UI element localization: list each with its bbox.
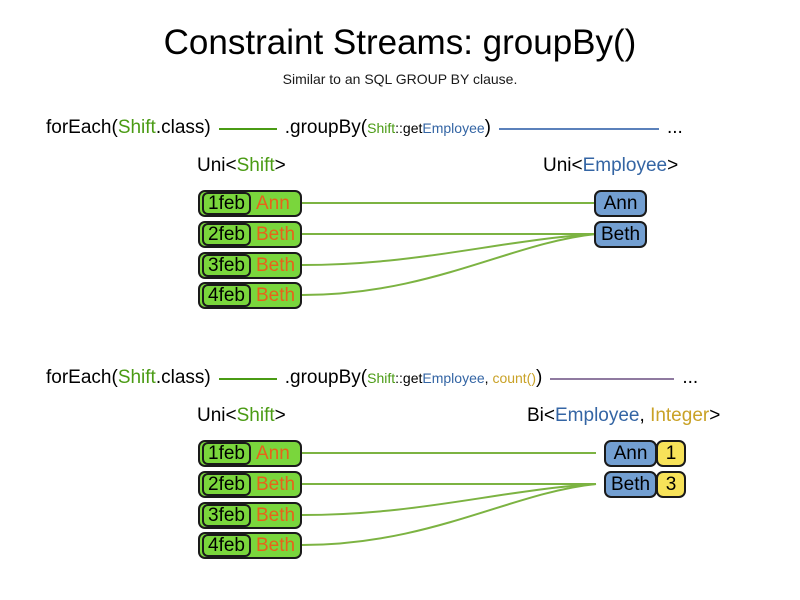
trailing-ellipsis: ... <box>682 367 699 388</box>
code-line-groupby: forEach(Shift.class) .groupBy(Shift::get… <box>46 115 683 141</box>
connector-group-1 <box>301 202 597 296</box>
shift-box[interactable]: 2feb Beth <box>198 471 302 498</box>
mapper-type: Shift <box>367 370 396 386</box>
right-type-prefix: Bi< <box>527 405 555 426</box>
page-subtitle: Similar to an SQL GROUP BY clause. <box>282 71 518 87</box>
shift-box[interactable]: 3feb Beth <box>198 252 302 279</box>
shift-box[interactable]: 4feb Beth <box>198 282 302 309</box>
page-title: Constraint Streams: groupBy() <box>163 23 637 62</box>
shift-box[interactable]: 3feb Beth <box>198 502 302 529</box>
shift-employee-name: Beth <box>256 474 296 495</box>
shift-employee-name: Beth <box>256 285 296 306</box>
shift-employee-name: Beth <box>256 255 296 276</box>
employee-box[interactable]: Ann <box>594 190 647 217</box>
connector-rule-blue <box>498 128 659 130</box>
shift-employee-name: Ann <box>256 193 290 214</box>
shift-employee-name: Ann <box>256 443 290 464</box>
group-by-suffix: ) <box>536 367 543 388</box>
count-box[interactable]: 3 <box>656 471 686 498</box>
for-each-suffix: .class) <box>155 117 211 138</box>
left-type-suffix: > <box>274 155 286 176</box>
for-each-type: Shift <box>117 117 156 138</box>
left-type-suffix: > <box>274 405 286 426</box>
shift-date: 2feb <box>202 223 251 246</box>
mapper-type: Shift <box>367 120 396 136</box>
right-type-label-1: Uni<Employee> <box>543 155 678 177</box>
mapper-target: Employee <box>422 370 485 386</box>
connector-rule-green <box>218 378 277 380</box>
group-by-prefix: .groupBy( <box>284 367 368 388</box>
mapper-comma: , <box>484 370 493 386</box>
shift-date: 4feb <box>202 284 251 307</box>
shift-date: 1feb <box>202 442 251 465</box>
right-type-comma: , <box>639 405 651 426</box>
right-type-suffix: > <box>667 155 679 176</box>
right-type-name: Employee <box>555 405 640 426</box>
shift-date: 3feb <box>202 504 251 527</box>
for-each-prefix: forEach( <box>46 117 118 138</box>
employee-box[interactable]: Beth <box>594 221 647 248</box>
left-type-prefix: Uni< <box>197 155 237 176</box>
connector-rule-green <box>218 128 277 130</box>
right-type-prefix: Uni< <box>543 155 583 176</box>
group-by-prefix: .groupBy( <box>284 117 368 138</box>
left-type-label-1: Uni<Shift> <box>197 155 286 177</box>
right-type-label-2: Bi<Employee, Integer> <box>527 405 720 427</box>
shift-box[interactable]: 1feb Ann <box>198 440 302 467</box>
shift-date: 4feb <box>202 534 251 557</box>
right-type-name-2: Integer <box>650 405 710 426</box>
shift-employee-name: Beth <box>256 224 296 245</box>
employee-box[interactable]: Ann <box>604 440 657 467</box>
connector-group-2 <box>301 452 597 546</box>
for-each-prefix: forEach( <box>46 367 118 388</box>
employee-box[interactable]: Beth <box>604 471 657 498</box>
shift-box[interactable]: 4feb Beth <box>198 532 302 559</box>
connector-rule-purple <box>550 378 675 380</box>
left-type-name: Shift <box>236 405 275 426</box>
left-type-prefix: Uni< <box>197 405 237 426</box>
group-by-suffix: ) <box>484 117 491 138</box>
mapper-target: Employee <box>422 120 485 136</box>
shift-date: 3feb <box>202 254 251 277</box>
code-line-groupby-count: forEach(Shift.class) .groupBy(Shift::get… <box>46 365 698 391</box>
for-each-type: Shift <box>117 367 156 388</box>
left-type-label-2: Uni<Shift> <box>197 405 286 427</box>
shift-employee-name: Beth <box>256 505 296 526</box>
collector-count: count() <box>492 370 537 386</box>
shift-employee-name: Beth <box>256 535 296 556</box>
shift-date: 2feb <box>202 473 251 496</box>
left-type-name: Shift <box>236 155 275 176</box>
trailing-ellipsis: ... <box>666 117 683 138</box>
shift-box[interactable]: 1feb Ann <box>198 190 302 217</box>
mapper-separator: ::get <box>395 370 423 386</box>
shift-date: 1feb <box>202 192 251 215</box>
mapper-separator: ::get <box>395 120 423 136</box>
shift-box[interactable]: 2feb Beth <box>198 221 302 248</box>
right-type-name: Employee <box>582 155 668 176</box>
for-each-suffix: .class) <box>155 367 211 388</box>
count-box[interactable]: 1 <box>656 440 686 467</box>
right-type-suffix: > <box>709 405 721 426</box>
